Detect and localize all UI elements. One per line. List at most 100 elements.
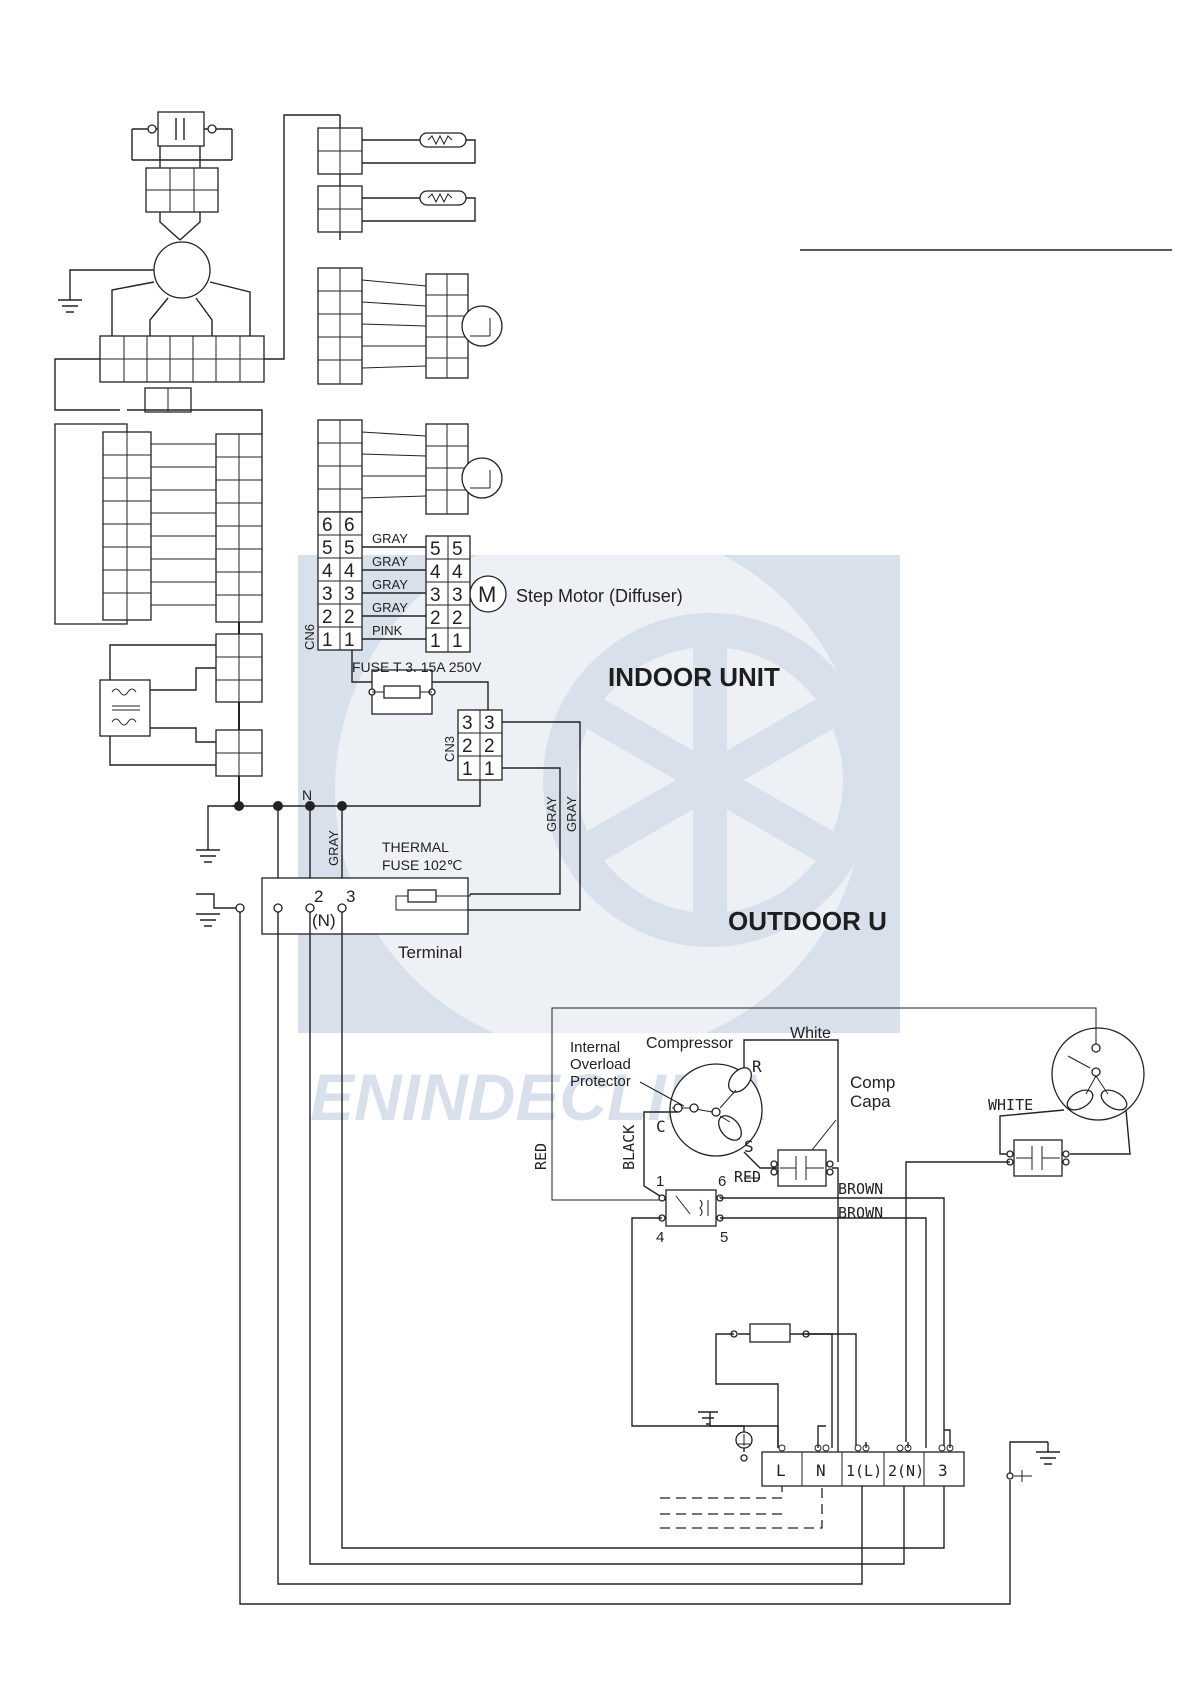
- terminal-l: L: [776, 1461, 786, 1480]
- diagram-label: 3: [430, 585, 441, 606]
- diagram-path: [109, 644, 216, 691]
- diagram-path: [426, 558, 470, 629]
- diagram-label: RED: [734, 1168, 761, 1186]
- diagram-path: [159, 212, 201, 241]
- diagram-path: [151, 443, 216, 606]
- diagram-circle: [1091, 1043, 1101, 1053]
- junction-dot: [234, 801, 244, 811]
- diagram-circle: [337, 903, 347, 913]
- diagram-label: 1: [462, 759, 473, 780]
- diagram-path: [743, 1039, 839, 1162]
- diagram-path: [720, 1197, 945, 1448]
- diagram-circle: [658, 1194, 666, 1202]
- diagram-label: 2: [452, 608, 463, 629]
- diagram-path: [780, 1156, 824, 1180]
- outdoor-fuse-icon: [749, 1323, 791, 1343]
- swing-motor-upper-icon: [461, 305, 503, 347]
- diagram-circle: [896, 1444, 904, 1452]
- diagram-label: 6: [344, 515, 355, 536]
- diagram-path: [1014, 1470, 1032, 1482]
- thermal-fuse-label-1: THERMAL: [382, 839, 449, 855]
- diagram-label: R: [752, 1057, 762, 1076]
- diagram-path: [551, 1007, 1109, 1201]
- diagram-label: 2: [430, 608, 441, 629]
- interconnect-wires: [239, 912, 1011, 1605]
- diagram-path: [719, 1177, 760, 1198]
- diagram-label: GRAY: [326, 830, 341, 866]
- diagram-label: 5: [720, 1229, 728, 1246]
- diagram-circle: [826, 1168, 834, 1176]
- diagram-path: [127, 409, 263, 434]
- ground-icon: [196, 849, 220, 863]
- diagram-path: [109, 727, 216, 766]
- compressor-label: Compressor: [646, 1035, 734, 1052]
- room-thermistor-icon: [419, 132, 467, 148]
- diagram-label: 6: [322, 515, 333, 536]
- comp-cap-label-2: Capa: [850, 1092, 891, 1111]
- diagram-path: [111, 281, 251, 336]
- diagram-path: [309, 912, 905, 1565]
- diagram-circle: [854, 1444, 862, 1452]
- ground-icon: [1009, 1441, 1060, 1476]
- diagram-path: [69, 269, 154, 300]
- thermal-fuse-label-2: FUSE 102℃: [382, 857, 462, 873]
- brown-label-1: BROWN: [838, 1180, 883, 1198]
- diagram-path: [470, 318, 491, 337]
- diagram-path: [341, 912, 945, 1549]
- diagram-circle: [1006, 1150, 1014, 1158]
- outdoor-unit: R C S Compressor Internal Overload Prote…: [532, 1007, 1145, 1529]
- overload-label-3: Protector: [570, 1073, 631, 1090]
- diagram-path: [216, 456, 262, 596]
- diagram-circle: [1006, 1472, 1014, 1480]
- swing-motor-lower-icon: [461, 457, 503, 499]
- indoor-unit-title: INDOOR UNIT: [608, 662, 780, 692]
- terminal-2n: 2(N): [888, 1462, 924, 1480]
- diagram-circle: [778, 1444, 786, 1452]
- terminal-label: Terminal: [398, 943, 462, 962]
- diagram-label: 1: [656, 1173, 664, 1190]
- diagram-path: [426, 445, 468, 491]
- diagram-label: (N): [312, 911, 336, 930]
- diagram-path: [806, 1333, 857, 1448]
- diagram-label: C: [656, 1117, 666, 1136]
- diagram-circle: [711, 1107, 721, 1117]
- diagram-path: [426, 294, 468, 359]
- diagram-path: [832, 1167, 839, 1466]
- diagram-path: [470, 470, 491, 489]
- indoor-fan-motor: [58, 111, 265, 383]
- wire-label-gray-3: GRAY: [372, 577, 408, 592]
- diagram-path: [103, 454, 151, 594]
- overload-label-1: Internal: [570, 1039, 620, 1056]
- step-motor-icon: [469, 575, 507, 613]
- diagram-path: [801, 1452, 925, 1486]
- fuse-icon: [383, 685, 421, 699]
- diagram-circle: [822, 1444, 830, 1452]
- diagram-path: [427, 192, 453, 204]
- indoor-terminal-block: [261, 877, 469, 935]
- diagram-label: 2: [462, 736, 473, 757]
- diagram-circle: [235, 903, 245, 913]
- comp-cap-label-1: Comp: [850, 1073, 895, 1092]
- diagram-path: [715, 1333, 833, 1448]
- diagram-label: 4: [322, 561, 333, 582]
- diagram-label: 1: [344, 630, 355, 651]
- diagram-label: 5: [344, 538, 355, 559]
- diagram-circle: [147, 124, 157, 134]
- fan-capacitor-box: [157, 111, 205, 147]
- diagram-path: [318, 290, 362, 361]
- diagram-circle: [770, 1168, 778, 1176]
- diagram-circle: [740, 1454, 748, 1462]
- diagram-label: 4: [452, 562, 463, 583]
- ground-icon: [58, 299, 82, 313]
- diagram-label: 1: [430, 631, 441, 652]
- diagram-path: [743, 1151, 778, 1169]
- diagram-label: 3: [344, 584, 355, 605]
- diagram-label: 6: [718, 1173, 726, 1190]
- diagram-path: [639, 1081, 685, 1107]
- transformer-icon: [99, 679, 151, 737]
- indoor-board: 6 5 4 3 2 1 6 5 4 3 2 1 CN6 GRAY GRAY GR…: [54, 114, 683, 962]
- diagram-path: [905, 1161, 1010, 1442]
- diagram-path: [427, 134, 453, 146]
- diagram-ellipse: [718, 1115, 742, 1141]
